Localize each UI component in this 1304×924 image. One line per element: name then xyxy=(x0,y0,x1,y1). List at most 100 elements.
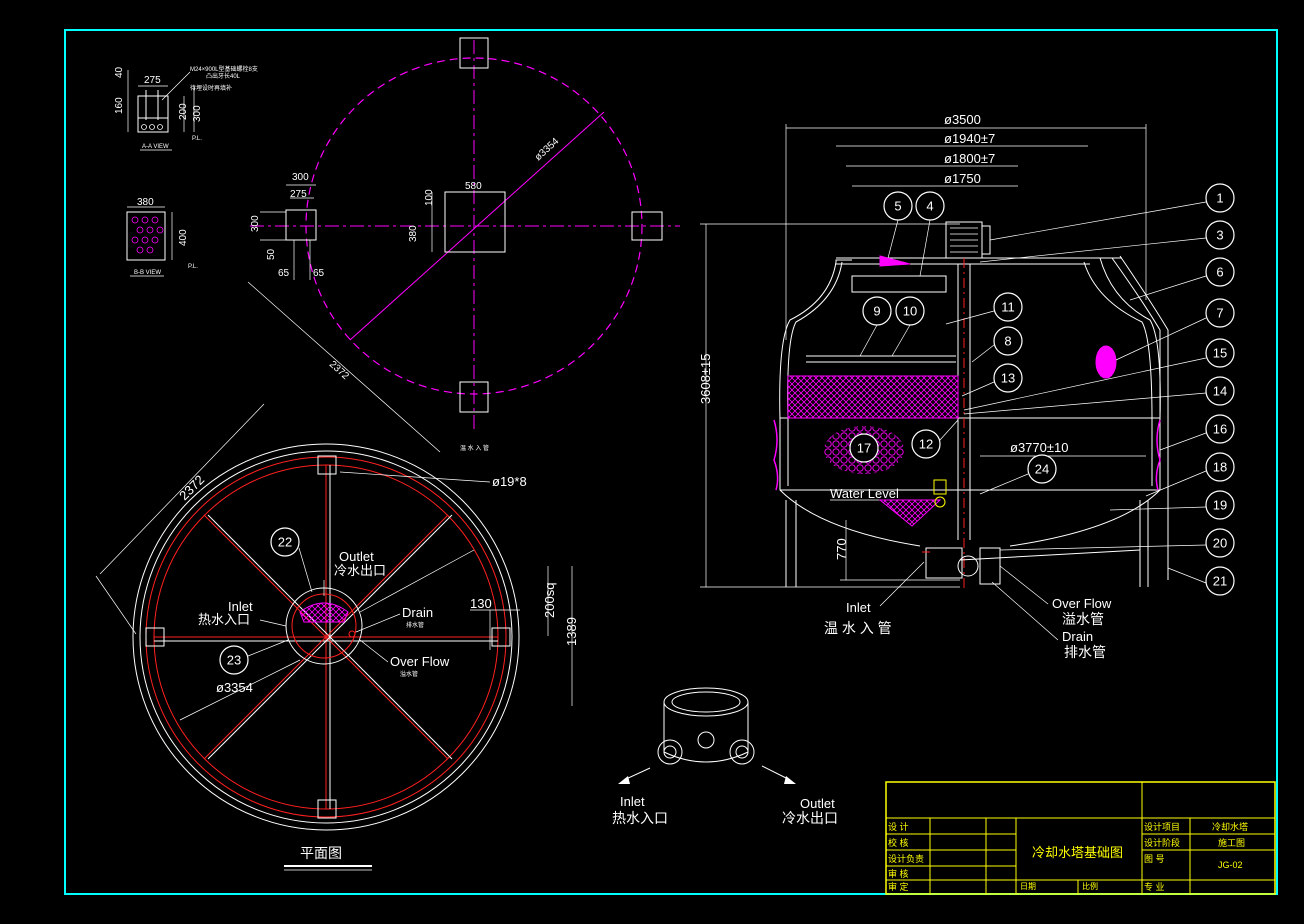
tb-number-value: JG-02 xyxy=(1218,860,1243,870)
plan-dim-130: 130 xyxy=(470,596,492,611)
svg-text:19: 19 xyxy=(1213,498,1227,513)
plan-outlet-en: Outlet xyxy=(339,549,374,564)
tb-review: 审 核 xyxy=(888,868,909,879)
title-block xyxy=(885,781,1276,895)
elev-dim-3608: 3608±15 xyxy=(698,353,713,404)
tb-approve: 审 定 xyxy=(888,881,909,892)
aa-note-3: 待埋设时再填补 xyxy=(190,84,232,92)
basin-outlet-en: Outlet xyxy=(800,796,835,811)
plan-outlet-cn: 冷水出口 xyxy=(334,563,386,578)
svg-text:11: 11 xyxy=(1001,300,1015,315)
balloon-6 xyxy=(1205,257,1235,287)
svg-text:21: 21 xyxy=(1213,574,1227,589)
tb-drawing-title: 冷却水塔基础图 xyxy=(1032,845,1123,860)
balloon-13 xyxy=(993,363,1023,393)
elevation-view: ø3500 ø1940±7 ø1800±7 ø1750 3608±15 xyxy=(698,112,1235,660)
dim-aa-300: 300 xyxy=(192,105,203,122)
dim-fp-65a: 65 xyxy=(278,268,290,279)
dim-aa-200: 200 xyxy=(178,103,189,120)
tb-design: 设 计 xyxy=(888,821,909,832)
dim-fp-300a: 300 xyxy=(292,172,309,183)
elev-dim-1750: ø1750 xyxy=(944,171,981,186)
dim-aa-40: 40 xyxy=(114,66,125,78)
tb-check: 校 核 xyxy=(888,837,909,848)
svg-text:7: 7 xyxy=(1216,306,1223,321)
dim-fp-275: 275 xyxy=(290,189,307,200)
aa-pl: P.L. xyxy=(192,136,202,142)
balloon-21 xyxy=(1205,566,1235,596)
bb-pl: P.L. xyxy=(188,264,198,270)
balloon-24 xyxy=(1027,454,1057,484)
balloon-1 xyxy=(1205,183,1235,213)
balloon-19 xyxy=(1205,490,1235,520)
balloon-3 xyxy=(1205,220,1235,250)
dim-fp-580: 580 xyxy=(465,181,482,192)
drawing-frame xyxy=(64,29,1278,895)
plan-drain-cn: 排水管 xyxy=(406,621,424,629)
balloon-16 xyxy=(1205,414,1235,444)
tb-major-label: 专 业 xyxy=(1144,881,1165,892)
plan-inlet-en: Inlet xyxy=(228,599,253,614)
dim-fp-50: 50 xyxy=(266,248,277,260)
tb-project-label: 设计项目 xyxy=(1144,821,1180,832)
elev-overflow-en: Over Flow xyxy=(1052,596,1112,611)
svg-text:16: 16 xyxy=(1213,422,1227,437)
plan-caption: 平面图 xyxy=(300,845,342,861)
svg-text:5: 5 xyxy=(894,199,901,214)
tb-responsible: 设计负责 xyxy=(888,853,924,864)
svg-text:18: 18 xyxy=(1213,460,1227,475)
plan-overflow-en: Over Flow xyxy=(390,654,450,669)
svg-text:13: 13 xyxy=(1001,371,1015,386)
svg-text:3: 3 xyxy=(1216,228,1223,243)
dim-bb-400: 400 xyxy=(178,229,189,246)
elev-dim-1940: ø1940±7 xyxy=(944,131,995,146)
dim-fp-380: 380 xyxy=(408,225,419,242)
balloon-17 xyxy=(849,433,879,463)
svg-text:17: 17 xyxy=(857,441,871,456)
plan-dim-3354: ø3354 xyxy=(216,680,253,695)
plan-inlet-cn: 热水入口 xyxy=(198,612,250,627)
elev-overflow-cn: 溢水管 xyxy=(1062,611,1104,627)
dim-aa-275: 275 xyxy=(144,75,161,86)
dim-fp-100: 100 xyxy=(424,189,435,206)
svg-text:4: 4 xyxy=(926,199,933,214)
detail-bb: 380 400 B-B VIEW P.L. xyxy=(126,197,198,277)
plan-view: 2372 ø19*8 130 200sq 1389 ø3354 Outlet 冷… xyxy=(95,403,579,871)
tb-number-label: 图 号 xyxy=(1144,854,1165,864)
aa-note-1: M24×900L型基础螺栓8支 xyxy=(190,65,258,73)
svg-text:24: 24 xyxy=(1035,462,1049,477)
svg-text:22: 22 xyxy=(278,535,292,550)
balloon-7 xyxy=(1205,298,1235,328)
svg-text:14: 14 xyxy=(1213,384,1227,399)
basin-inlet-cn: 热水入口 xyxy=(612,810,668,826)
basin-outlet-cn: 冷水出口 xyxy=(782,810,838,826)
elev-inlet-en: Inlet xyxy=(846,600,871,615)
plan-drain-en: Drain xyxy=(402,605,433,620)
aa-note-2: 凸出牙长40L xyxy=(206,72,241,80)
dim-aa-160: 160 xyxy=(114,97,125,114)
svg-text:12: 12 xyxy=(919,437,933,452)
balloon-23 xyxy=(219,645,249,675)
elev-drain-cn: 排水管 xyxy=(1064,644,1106,660)
foundation-plan: 300 275 300 50 65 65 580 100 380 2372 ø3… xyxy=(247,37,680,453)
detail-aa: 40 160 275 200 300 M24×900L型基础螺栓8支 凸出牙长4… xyxy=(114,65,258,151)
svg-text:6: 6 xyxy=(1216,265,1223,280)
balloon-22 xyxy=(270,527,300,557)
elev-dim-770: 770 xyxy=(834,538,849,560)
elev-inlet-cn: 温 水 入 管 xyxy=(824,620,892,636)
elev-dim-1800: ø1800±7 xyxy=(944,151,995,166)
aa-view-label: A-A VIEW xyxy=(142,144,169,150)
title-block-text: 设 计 校 核 设计负责 审 核 审 定 冷却水塔基础图 设计项目 冷却水塔 设… xyxy=(888,821,1248,892)
svg-text:10: 10 xyxy=(903,304,917,319)
svg-text:20: 20 xyxy=(1213,536,1227,551)
elev-water-level: Water Level xyxy=(830,486,899,501)
tb-stage-label: 设计阶段 xyxy=(1144,837,1180,848)
dim-bb-380: 380 xyxy=(137,197,154,208)
elev-dim-3500: ø3500 xyxy=(944,112,981,127)
balloon-14 xyxy=(1205,376,1235,406)
plan-overflow-cn: 溢水管 xyxy=(400,670,418,678)
balloon-18 xyxy=(1205,452,1235,482)
bb-view-label: B-B VIEW xyxy=(134,270,161,276)
svg-text:23: 23 xyxy=(227,653,241,668)
